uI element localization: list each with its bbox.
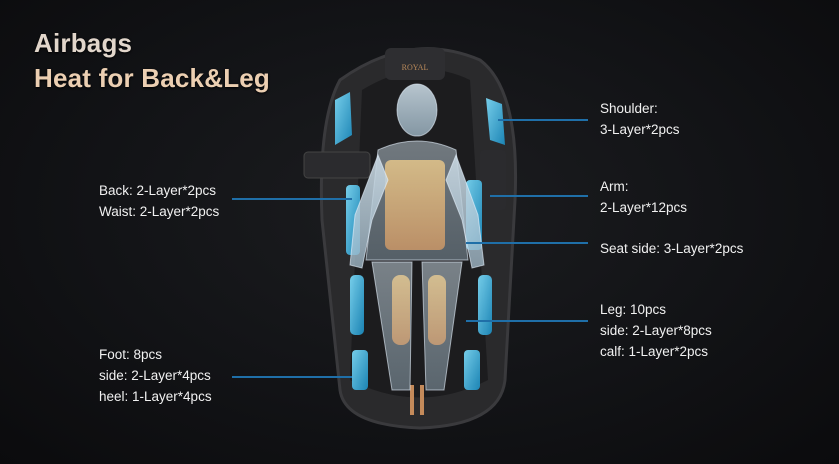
airbag-shoulder-right — [486, 98, 505, 145]
heading-airbags: Airbags — [34, 28, 133, 58]
armrest-right — [480, 150, 506, 210]
label-line: Foot: 8pcs — [99, 347, 163, 362]
airbag-foot-left — [352, 350, 368, 390]
airbag-foot-right — [464, 350, 480, 390]
label-back: Back: 2-Layer*2pcs Waist: 2-Layer*2pcs — [99, 180, 219, 222]
human-figure — [349, 83, 485, 391]
label-arm: Arm: 2-Layer*12pcs — [600, 176, 687, 218]
label-line: Shoulder: — [600, 101, 658, 116]
leader-line-foot — [232, 376, 352, 378]
label-line: calf: 1-Layer*2pcs — [600, 344, 709, 359]
label-line: Arm: — [600, 179, 629, 194]
leader-line-seat-side — [466, 242, 588, 244]
label-line: side: 2-Layer*8pcs — [600, 323, 712, 338]
airbag-leg-left — [350, 275, 364, 335]
leader-line-shoulder — [498, 119, 588, 121]
label-leg: Leg: 10pcs side: 2-Layer*8pcs calf: 1-La… — [600, 299, 712, 362]
label-line: Seat side: 3-Layer*2pcs — [600, 241, 744, 256]
airbag-shoulder-left — [335, 92, 352, 145]
leader-line-back — [232, 198, 352, 200]
label-line: side: 2-Layer*4pcs — [99, 368, 211, 383]
heading-heat: Heat for Back&Leg — [34, 63, 271, 93]
leader-line-arm — [490, 195, 588, 197]
airbag-leg-right — [478, 275, 492, 335]
label-seat-side: Seat side: 3-Layer*2pcs — [600, 238, 743, 259]
label-line: Leg: 10pcs — [600, 302, 667, 317]
label-line: Back: 2-Layer*2pcs — [99, 183, 217, 198]
leader-line-leg — [466, 320, 588, 322]
label-line: Waist: 2-Layer*2pcs — [99, 204, 220, 219]
label-foot: Foot: 8pcs side: 2-Layer*4pcs heel: 1-La… — [99, 344, 212, 407]
label-line: 2-Layer*12pcs — [600, 200, 688, 215]
label-shoulder: Shoulder: 3-Layer*2pcs — [600, 98, 680, 140]
armrest-left — [303, 151, 371, 179]
label-line: heel: 1-Layer*4pcs — [99, 389, 212, 404]
brand-logo: ROYAL — [402, 63, 429, 72]
label-line: 3-Layer*2pcs — [600, 122, 680, 137]
